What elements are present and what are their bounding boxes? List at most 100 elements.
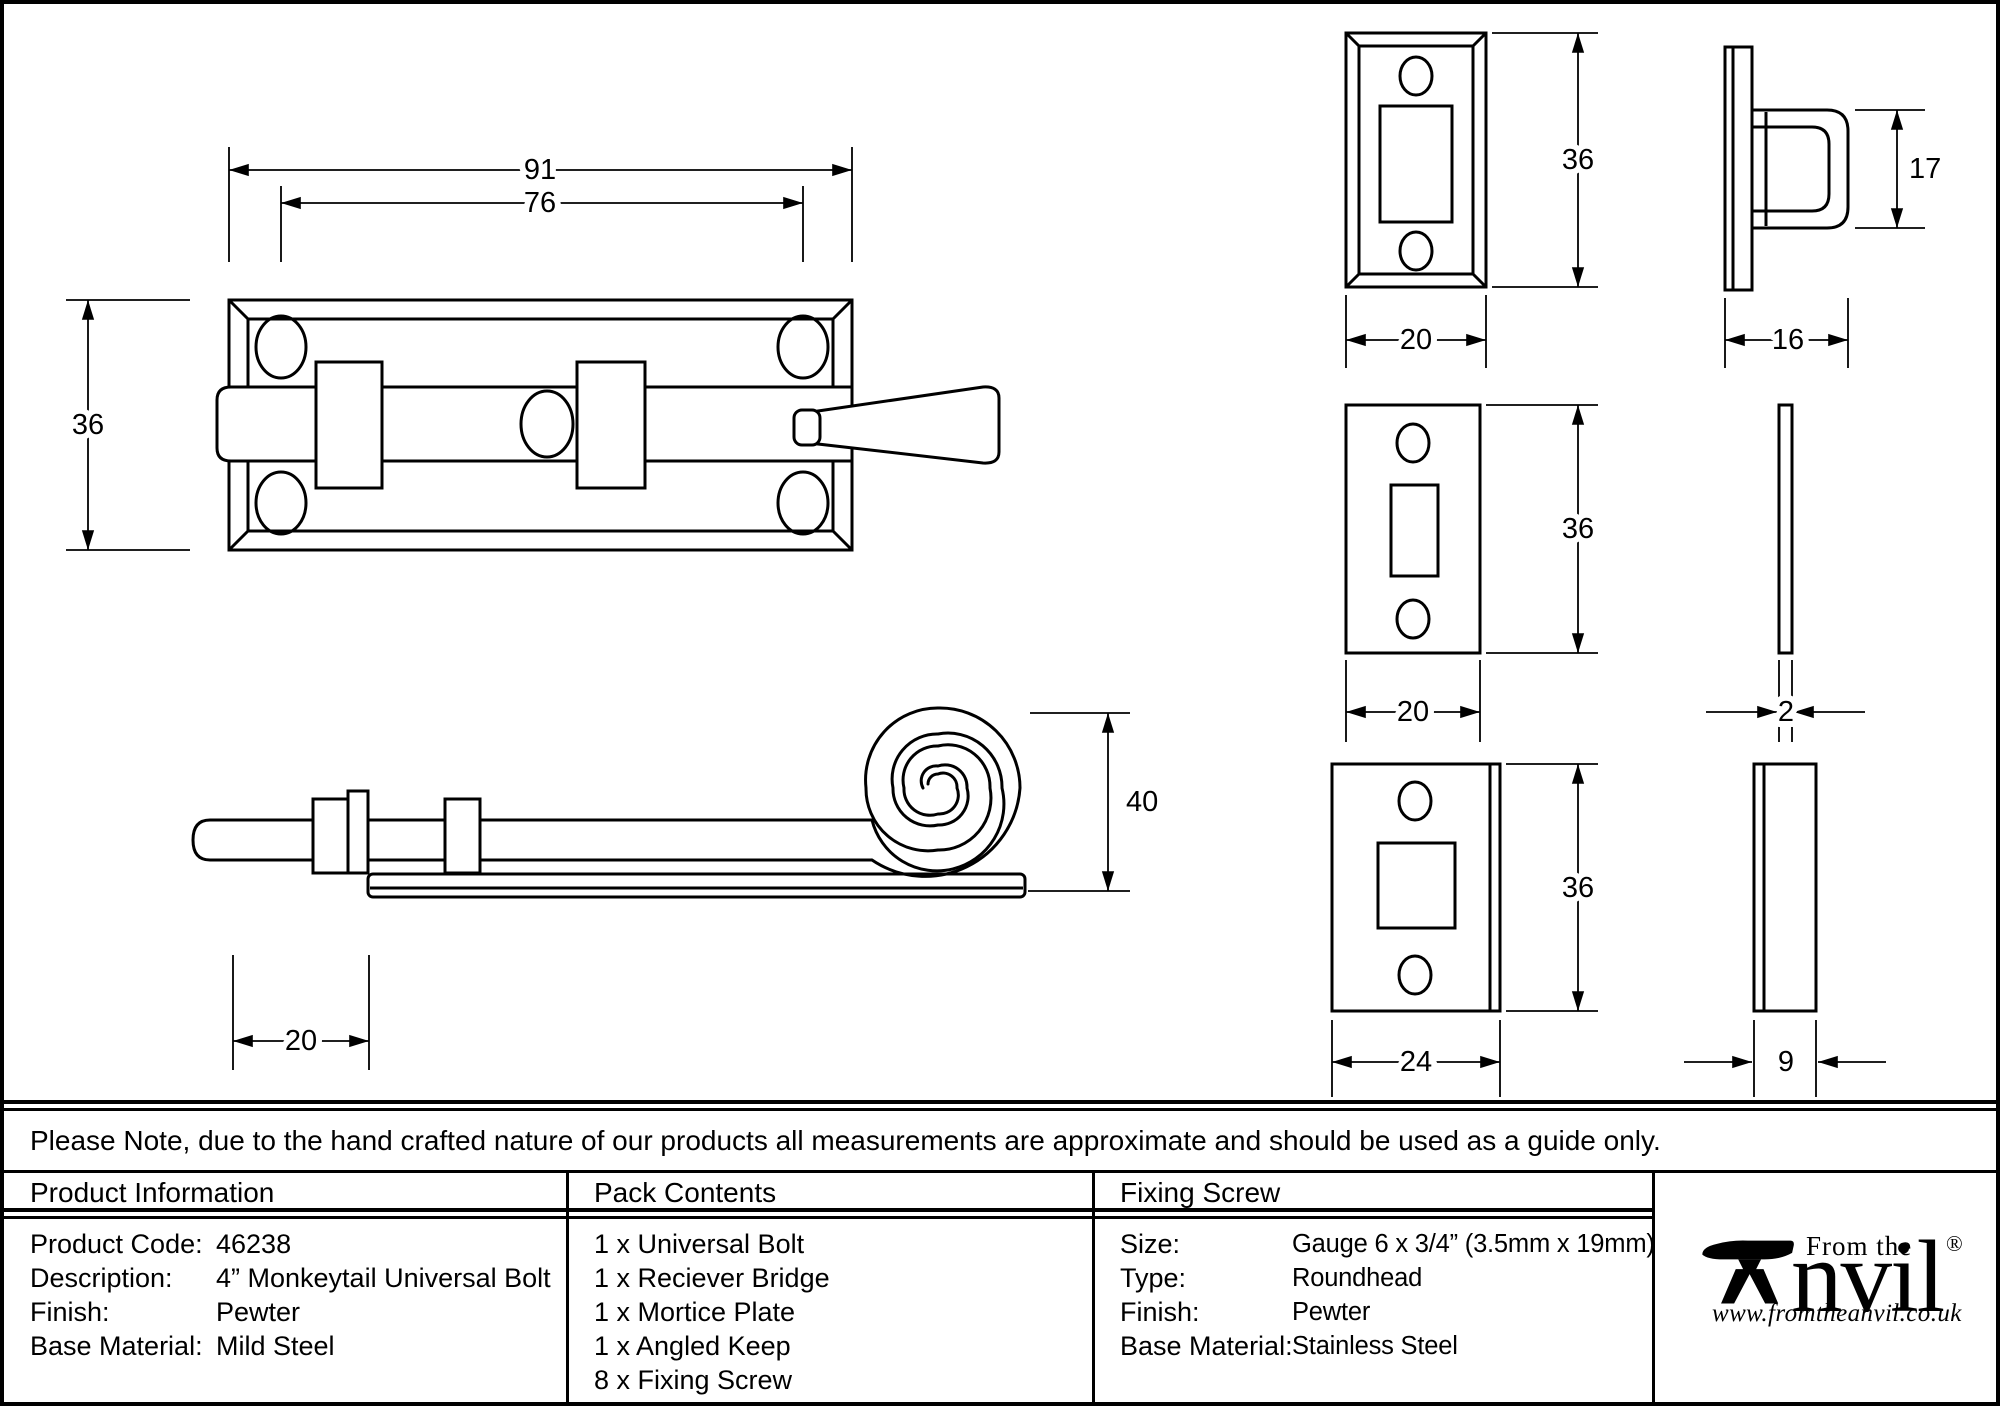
bolt-guide-side [346, 789, 370, 875]
screw-hole [1398, 230, 1434, 272]
divider [0, 1170, 2000, 1173]
dimension-plate-height: 36 [66, 299, 190, 551]
field-value: Roundhead [1292, 1264, 1423, 1292]
receiver-bridge-side-view: 17 16 [1723, 45, 1947, 368]
keep-block-edge [1752, 762, 1818, 1013]
field-label: Description: [30, 1263, 173, 1293]
dimension-keep-height: 36 [1506, 763, 1600, 1012]
dimension-label: 36 [1562, 513, 1594, 545]
product-information-cell: Product Code: 46238 Description: 4” Monk… [30, 1227, 551, 1363]
pack-item: 1 x Mortice Plate [594, 1297, 796, 1327]
screw-hole [1395, 598, 1431, 640]
pack-item: 8 x Fixing Screw [594, 1365, 793, 1395]
logo-url: www.fromtheanvil.co.uk [1712, 1300, 1962, 1327]
keep-plate-outline [1330, 762, 1502, 1013]
dimension-label: 2 [1778, 696, 1794, 728]
monkeytail-spiral-inner [870, 731, 1006, 873]
bolt-guide [443, 797, 482, 875]
screw-hole [1397, 780, 1433, 822]
pack-item: 1 x Reciever Bridge [594, 1263, 830, 1293]
table-row: Base Material: Mild Steel [30, 1329, 551, 1363]
dimension-mortice-width: 20 [1345, 660, 1481, 742]
mortice-plate-outline [1344, 403, 1482, 655]
field-label: Product Code: [30, 1229, 203, 1259]
table-row: Finish: Pewter [30, 1295, 551, 1329]
divider [1092, 1170, 1095, 1402]
divider [566, 1170, 569, 1402]
screw-hole [254, 470, 308, 536]
bridge-plate-outline [1344, 31, 1488, 289]
dimension-label: 9 [1778, 1046, 1794, 1078]
table-row: Base Material: Stainless Steel [1120, 1329, 1655, 1363]
screw-hole [776, 470, 830, 536]
dimension-label: 91 [524, 154, 556, 186]
bolt-bar-hole [519, 389, 575, 459]
field-value: Pewter [216, 1297, 301, 1327]
logo-prefix: From the [1806, 1231, 1913, 1261]
field-label: Size: [1120, 1229, 1181, 1259]
screw-hole [776, 314, 830, 380]
dimension-tail-height: 40 [1028, 712, 1164, 892]
logo-name: nvil [1791, 1220, 1945, 1334]
bridge-slot [1378, 104, 1454, 224]
pack-contents-cell: 1 x Universal Bolt 1 x Reciever Bridge 1… [594, 1227, 830, 1397]
dimension-keep-width: 24 [1331, 1020, 1501, 1097]
dimension-label: 20 [1397, 696, 1429, 728]
divider [0, 1208, 1652, 1219]
field-label: Type: [1120, 1263, 1187, 1293]
table-row: Type: Roundhead [1120, 1261, 1655, 1295]
wedge-knob [816, 385, 1001, 465]
mortice-slot [1389, 483, 1440, 578]
dimension-end-offset: 20 [232, 955, 370, 1070]
angled-keep-side-view: 9 [1684, 762, 1886, 1097]
receiver-bridge-front-view: 36 20 [1344, 31, 1600, 368]
field-label: Finish: [1120, 1297, 1200, 1327]
base-plate [366, 872, 1027, 899]
dimension-label: 16 [1772, 324, 1804, 356]
technical-drawing: 91 76 36 [66, 31, 1947, 1097]
universal-bolt-side-view: 40 20 [191, 706, 1164, 1070]
bolt-guide [311, 797, 350, 875]
table-row: Product Code: 46238 [30, 1227, 551, 1261]
dimension-bridge-height: 36 [1492, 32, 1600, 288]
bolt-guide [575, 360, 647, 490]
pack-item: 1 x Universal Bolt [594, 1229, 805, 1259]
field-value: 46238 [216, 1229, 292, 1259]
dimension-label: 76 [524, 187, 556, 219]
dimension-label: 24 [1400, 1046, 1432, 1078]
field-value: Mild Steel [216, 1331, 335, 1361]
wedge-knob-tip [792, 408, 822, 447]
angled-keep-front-view: 36 24 [1330, 762, 1600, 1097]
bridge-back-plate [1723, 45, 1754, 292]
field-label: Base Material: [1120, 1331, 1293, 1361]
dimension-mortice-height: 36 [1486, 404, 1600, 654]
mortice-plate-side-view: 2 [1706, 403, 1865, 742]
screw-hole [1395, 422, 1431, 464]
field-value: Stainless Steel [1292, 1332, 1458, 1360]
monkeytail-spiral [864, 706, 1022, 878]
dimension-fixing-centres: 76 [280, 181, 804, 262]
universal-bolt-plan-view: 91 76 36 [66, 147, 1001, 552]
mortice-plate-edge [1777, 403, 1794, 655]
dimension-label: 20 [1400, 324, 1432, 356]
bolt-rod [191, 818, 872, 862]
dimension-label: 20 [285, 1025, 317, 1057]
dimension-label: 40 [1126, 786, 1158, 818]
dimension-label: 36 [1562, 144, 1594, 176]
field-value: Gauge 6 x 3/4” (3.5mm x 19mm) [1292, 1230, 1655, 1258]
dimension-keep-depth: 9 [1684, 1020, 1886, 1097]
fixing-screw-header: Fixing Screw [1120, 1177, 1281, 1208]
table-row: Description: 4” Monkeytail Universal Bol… [30, 1261, 551, 1295]
pack-item: 1 x Angled Keep [594, 1331, 791, 1361]
bolt-slide-bar [215, 385, 854, 463]
bridge-loop-inner [1752, 125, 1831, 213]
dimension-loop-height: 17 [1855, 109, 1947, 229]
screw-hole [1398, 55, 1434, 97]
field-value: 4” Monkeytail Universal Bolt [216, 1263, 551, 1293]
field-value: Pewter [1292, 1298, 1371, 1326]
registered-mark: ® [1946, 1231, 1963, 1256]
pack-contents-header: Pack Contents [594, 1177, 777, 1208]
dimension-label: 36 [1562, 872, 1594, 904]
field-label: Base Material: [30, 1331, 203, 1361]
